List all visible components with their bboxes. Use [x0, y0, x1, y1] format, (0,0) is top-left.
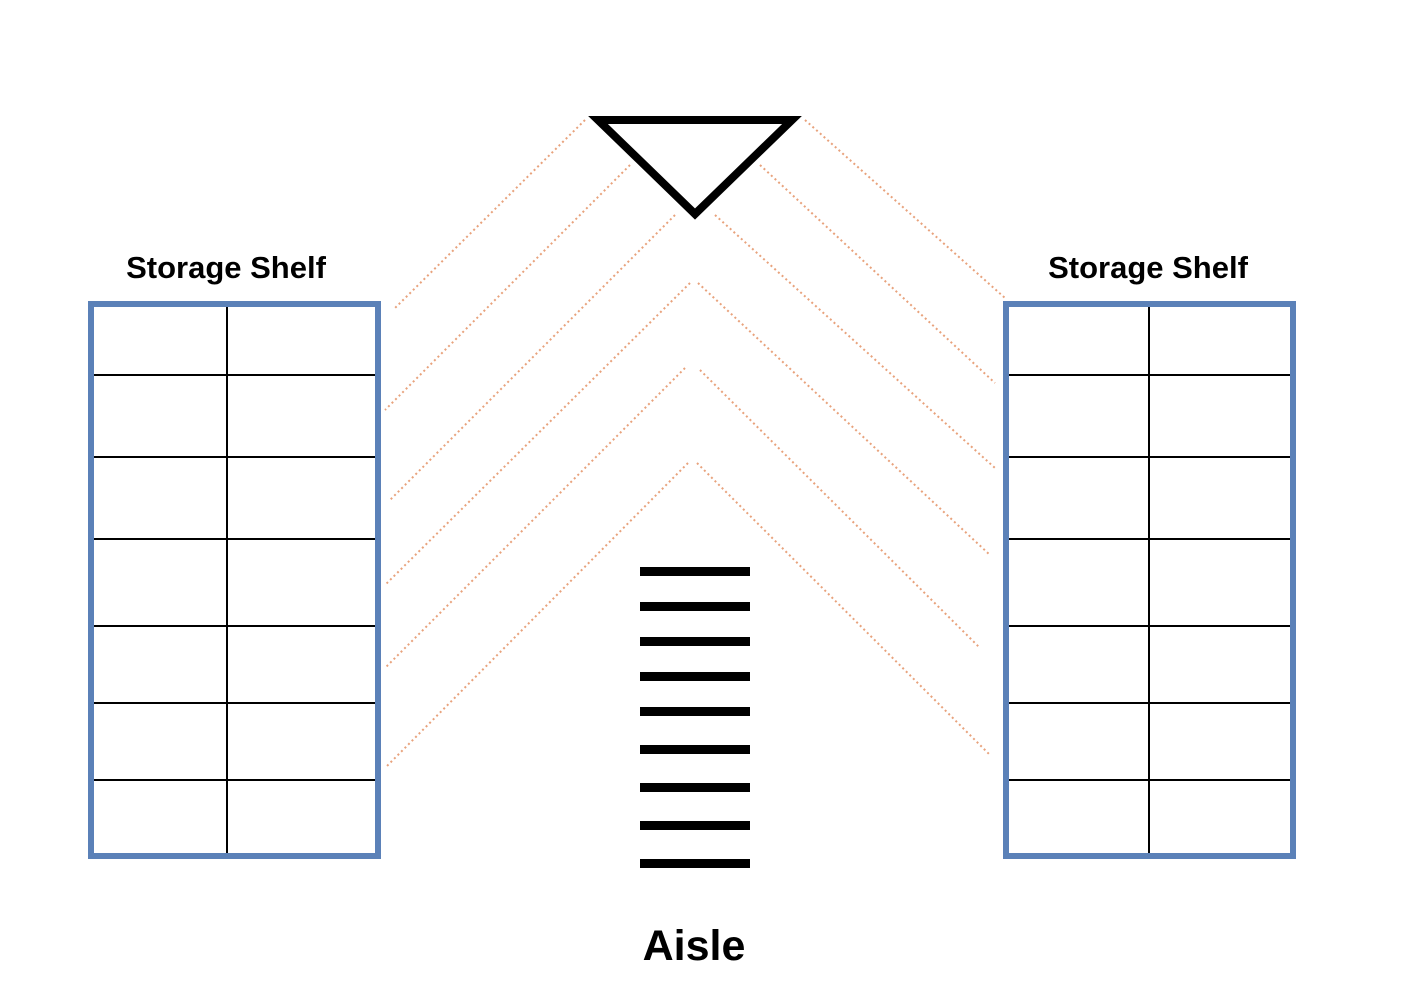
- signal-line: [389, 214, 676, 501]
- signal-lines-right: [696, 119, 1006, 756]
- aisle-marking-bar: [640, 707, 750, 716]
- aisle-marking-bar: [640, 859, 750, 868]
- shelf-frame: [1003, 301, 1296, 859]
- aisle-marking-bar: [640, 745, 750, 754]
- left-shelf: [88, 301, 381, 859]
- signal-line: [696, 462, 991, 756]
- signal-line: [699, 369, 981, 649]
- aisle-marking-bar: [640, 783, 750, 792]
- signal-line: [394, 119, 586, 309]
- reader-triangle-icon: [588, 116, 802, 220]
- aisle-marking-bar: [640, 672, 750, 681]
- aisle-marking-bar: [640, 821, 750, 830]
- signal-line: [384, 462, 689, 769]
- signal-line: [697, 282, 991, 556]
- signal-line: [804, 119, 1006, 299]
- aisle-marking-bar: [640, 637, 750, 646]
- signal-line: [384, 367, 686, 669]
- signal-lines-left: [384, 119, 691, 769]
- aisle-markings: [640, 567, 750, 868]
- shelf-frame: [88, 301, 381, 859]
- left-shelf-title: Storage Shelf: [126, 250, 326, 285]
- aisle-marking-bar: [640, 567, 750, 576]
- signal-line: [384, 282, 691, 586]
- aisle-label: Aisle: [642, 922, 746, 970]
- signal-line: [384, 164, 631, 411]
- signal-line: [759, 164, 996, 384]
- aisle-marking-bar: [640, 602, 750, 611]
- right-shelf: [1003, 301, 1296, 859]
- right-shelf-title: Storage Shelf: [1048, 250, 1248, 285]
